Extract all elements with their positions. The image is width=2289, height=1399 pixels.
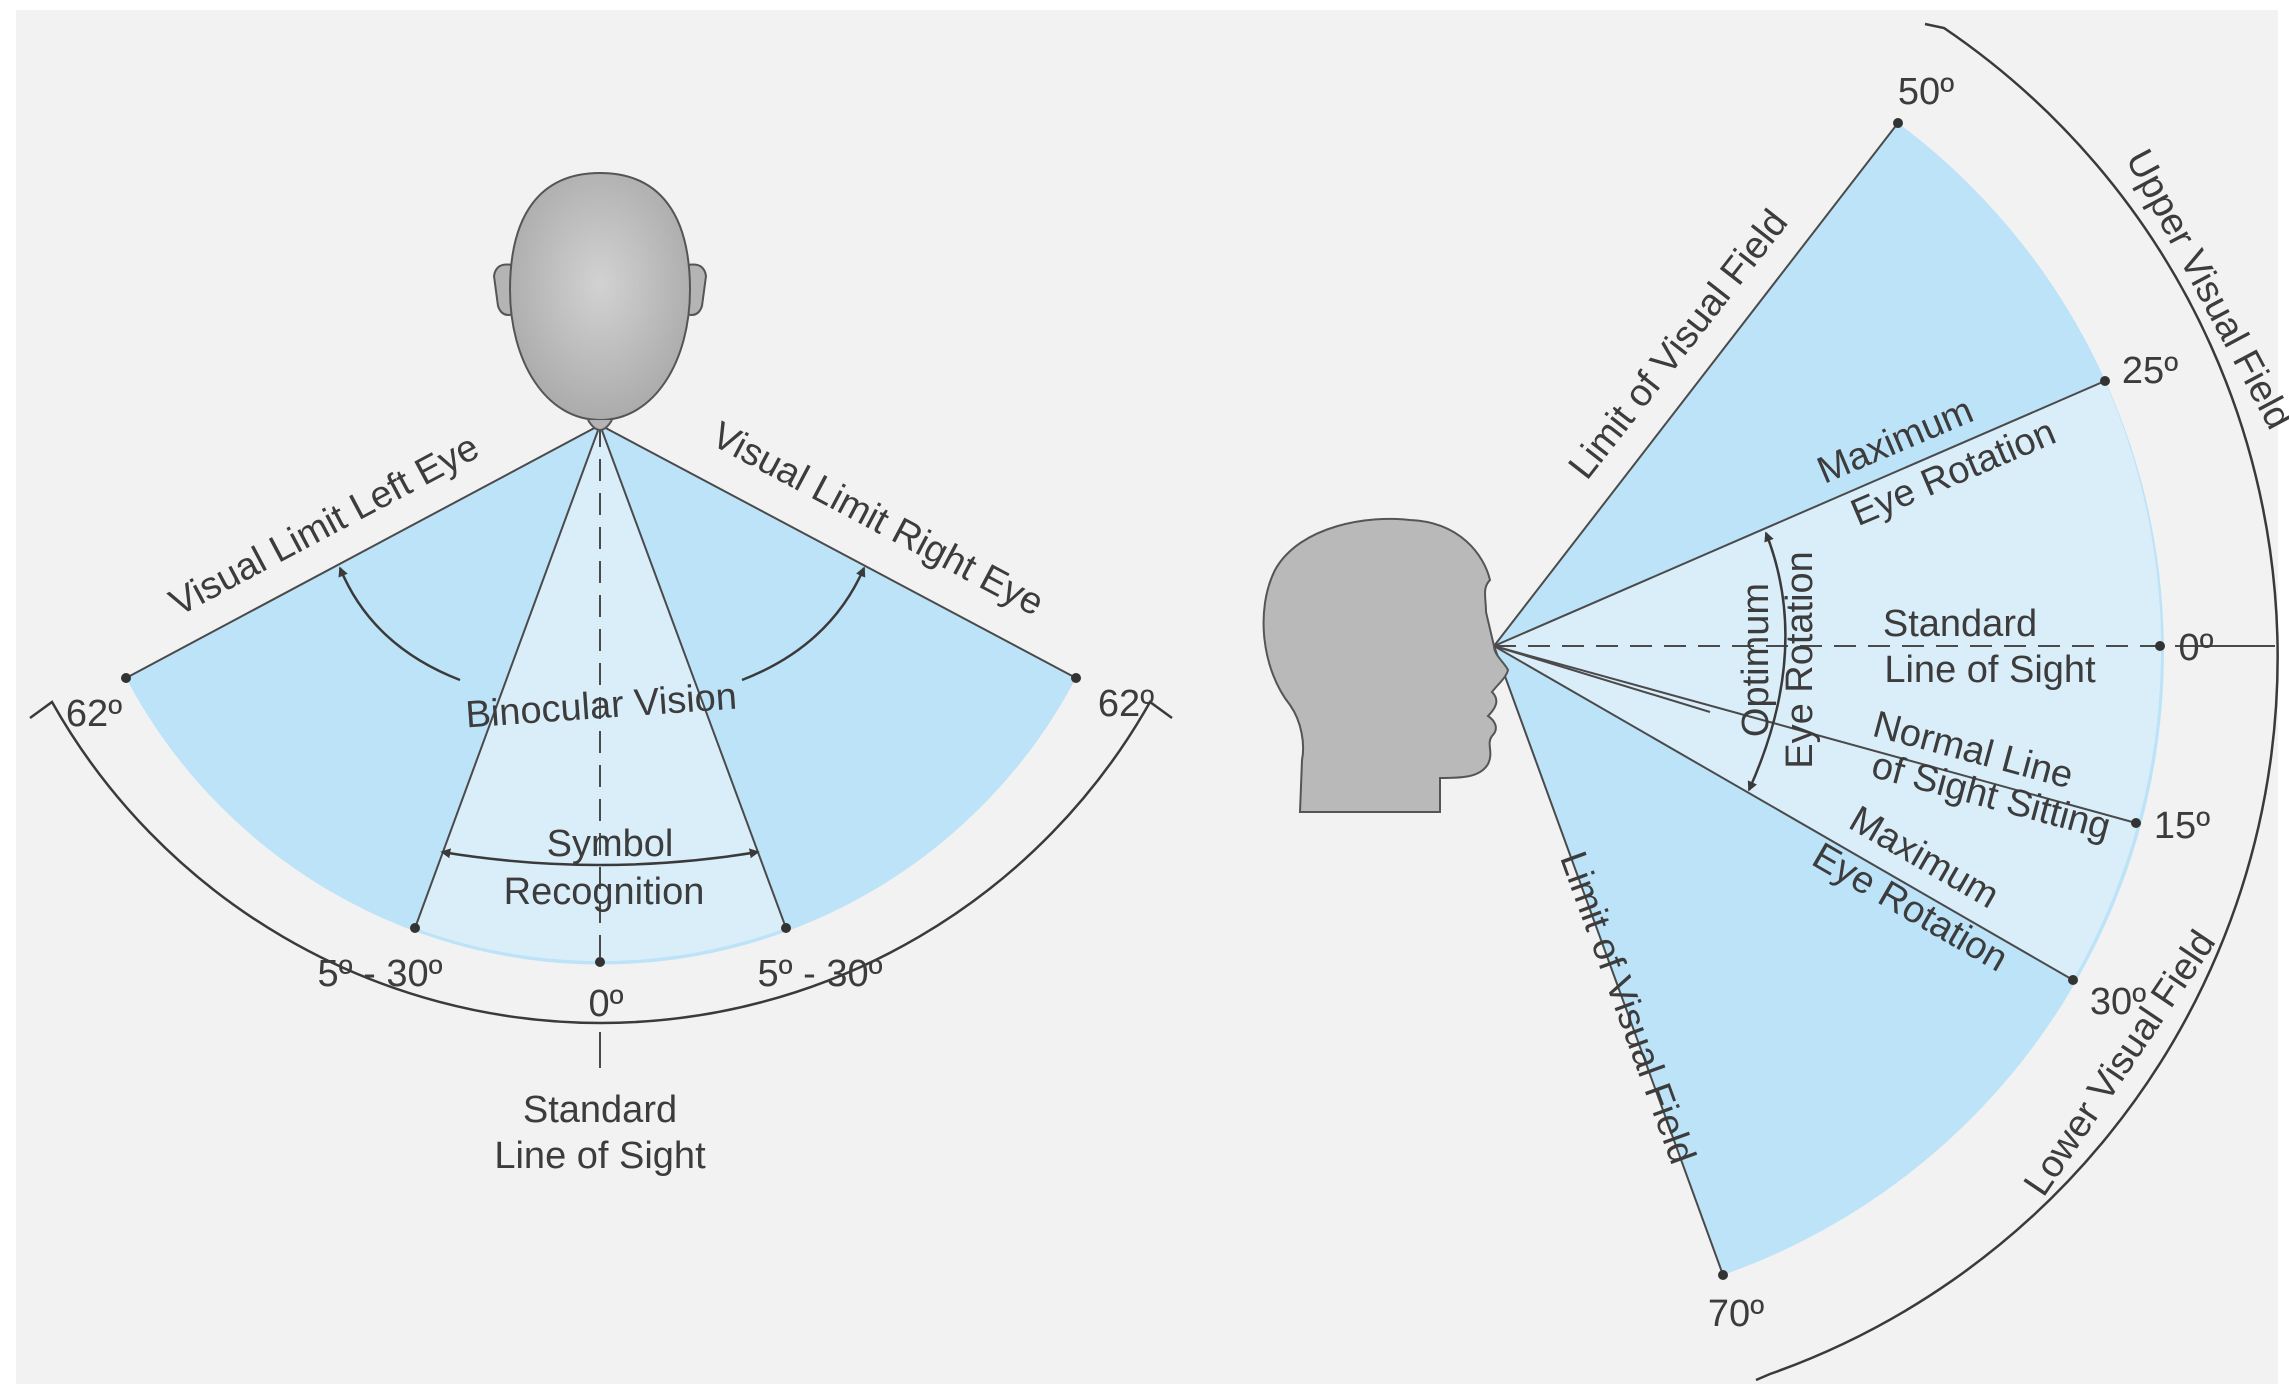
label-angle-50: 50º <box>1898 71 1954 113</box>
lower-limit-line <box>1493 645 1724 1276</box>
label-angle-62-left: 62º <box>66 693 122 735</box>
label-angle-15: 15º <box>2154 805 2210 847</box>
right-eye-limit-line <box>599 424 1077 679</box>
head-side-view-icon <box>1262 517 1510 813</box>
symbol-right-line <box>599 424 787 929</box>
dot-15 <box>2131 818 2141 828</box>
label-angle-0-center: 0º <box>588 983 623 1025</box>
label-angle-70: 70º <box>1708 1293 1764 1335</box>
dot-inner-left <box>410 923 420 933</box>
label-angle-25: 25º <box>2122 350 2178 392</box>
side-view-diagram: Limit of Visual Field Maximum Eye Rotati… <box>1262 22 2289 1382</box>
label-line-of-sight: Line of Sight <box>494 1135 706 1177</box>
top-view-outer-arc <box>29 700 1173 1025</box>
label-standard: Standard <box>523 1089 677 1131</box>
dot-25 <box>2100 376 2110 386</box>
label-symbol: Symbol <box>547 823 674 865</box>
symbol-recognition-region <box>415 425 786 962</box>
label-angle-5-30-left: 5º - 30º <box>318 953 443 995</box>
upper-max-rotation-line <box>1493 380 2106 647</box>
label-line-of-sight-side: Line of Sight <box>1884 649 2096 691</box>
head-top-view-icon <box>492 171 708 431</box>
dot-50 <box>1893 118 1903 128</box>
dot-right-62 <box>1071 673 1081 683</box>
dot-inner-right <box>781 923 791 933</box>
label-angle-0-side: 0º <box>2178 627 2213 669</box>
label-angle-5-30-right: 5º - 30º <box>758 953 883 995</box>
dot-30 <box>2068 975 2078 985</box>
dot-center <box>595 957 605 967</box>
upper-limit-line <box>1493 122 1899 647</box>
label-angle-62-right: 62º <box>1098 683 1154 725</box>
label-optimum-eye-rotation: Eye Rotation <box>1779 551 1821 769</box>
dot-70 <box>1718 1270 1728 1280</box>
dot-0 <box>2155 641 2165 651</box>
optimum-rotation-arrow <box>1747 531 1787 792</box>
lower-max-rotation-line <box>1493 645 2074 981</box>
binocular-arrow-right <box>741 566 866 682</box>
binocular-arrow-left <box>338 566 461 682</box>
left-eye-limit-line <box>125 424 601 679</box>
label-angle-30: 30º <box>2090 981 2146 1023</box>
label-standard-side: Standard <box>1883 603 2037 645</box>
symbol-recognition-arrow <box>440 848 760 867</box>
symbol-left-line <box>414 424 601 929</box>
optimum-short-line <box>1493 645 1711 713</box>
normal-sitting-line <box>1493 645 2137 824</box>
label-optimum: Optimum <box>1735 583 1777 737</box>
label-recognition: Recognition <box>504 871 705 913</box>
dot-left-62 <box>121 673 131 683</box>
side-view-outer-arc <box>1755 22 2279 1382</box>
eye-rotation-region <box>1494 381 2162 980</box>
top-view-diagram: Visual Limit Left Eye Visual Limit Right… <box>29 171 1173 1177</box>
